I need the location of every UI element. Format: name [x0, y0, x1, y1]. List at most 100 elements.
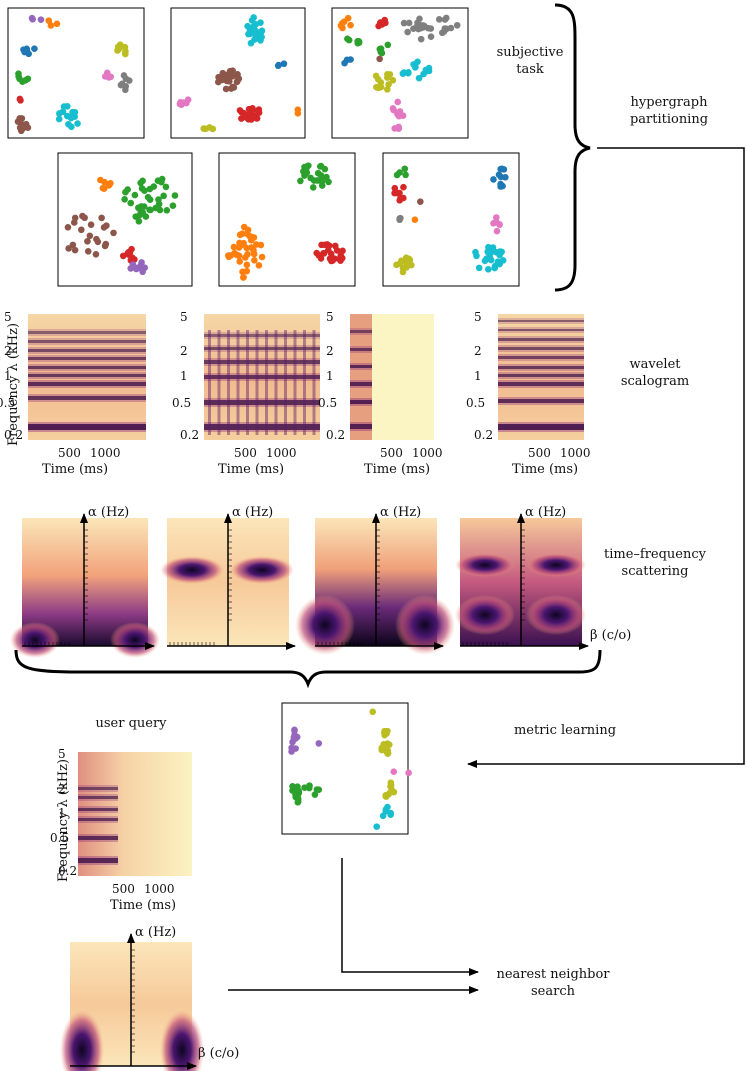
- cluster-dot: [110, 229, 117, 237]
- ml-dot: [373, 823, 381, 830]
- cluster-dot: [393, 171, 401, 179]
- cluster-dot: [215, 78, 222, 86]
- y-axis-label: Frequency λ (kHz): [6, 322, 21, 446]
- y-tick-label: 0.2: [4, 428, 24, 442]
- y-tick-label: 0.5: [318, 396, 338, 410]
- cluster-dot: [236, 258, 243, 265]
- cluster-dot: [427, 25, 435, 32]
- cluster-dot: [344, 35, 351, 43]
- ml-dot: [390, 768, 398, 776]
- cluster-dot: [484, 265, 492, 273]
- spectral-band-halo: [350, 422, 372, 431]
- cluster-dot: [257, 19, 264, 26]
- spectral-band: [28, 366, 146, 369]
- x-tick-label: 1000: [266, 446, 297, 460]
- cluster-dot: [86, 232, 94, 240]
- spectral-band: [498, 399, 584, 403]
- spectral-band: [28, 357, 146, 360]
- ml-dot: [369, 708, 377, 716]
- cluster-dot: [314, 169, 322, 177]
- x-tick-label: 1000: [412, 446, 443, 460]
- query-scattering: [60, 933, 204, 1071]
- query-scalogram: [78, 752, 192, 876]
- cluster-dot: [64, 223, 72, 231]
- spectral-band: [28, 382, 146, 386]
- cluster-dot: [439, 29, 446, 37]
- cluster-dot: [227, 85, 235, 92]
- y-tick-label: 0.5: [0, 396, 16, 410]
- spectral-band: [78, 796, 118, 799]
- query-y-tick-label: 1: [58, 806, 66, 820]
- cluster-dot: [155, 200, 163, 208]
- cluster-dot: [400, 183, 407, 191]
- cluster-dot: [415, 74, 423, 82]
- cluster-dot: [490, 176, 497, 183]
- cluster-dot: [237, 242, 245, 249]
- cluster-dot: [53, 20, 61, 28]
- cluster-dot: [139, 268, 146, 276]
- cluster-dot: [132, 265, 140, 273]
- cluster-box-5: [218, 152, 356, 287]
- cluster-dot: [391, 189, 398, 197]
- cluster-dot: [403, 264, 410, 271]
- query-y-tick-label: 0.5: [50, 831, 70, 845]
- cluster-dot: [389, 105, 397, 112]
- query-x-tick-label: 1000: [144, 882, 175, 896]
- ml-dot: [315, 740, 323, 747]
- cluster-dot: [222, 85, 230, 93]
- spectral-band-halo: [28, 422, 146, 432]
- spectral-band: [350, 424, 372, 429]
- cluster-dot: [376, 55, 383, 63]
- spectral-band-halo: [78, 794, 118, 801]
- onset-stripe: [265, 330, 268, 435]
- x-axis-label: Time (ms): [218, 462, 285, 477]
- spectral-band: [498, 366, 584, 369]
- ml-dot: [294, 798, 302, 806]
- cluster-dot: [475, 264, 483, 272]
- onset-stripe: [227, 330, 230, 435]
- spectral-band: [498, 356, 584, 359]
- spectral-band: [350, 365, 372, 368]
- cluster-dot: [399, 268, 407, 276]
- cluster-dot: [98, 214, 105, 222]
- query-y-axis-label: Frequency λ (kHz): [56, 758, 71, 882]
- cluster-dot: [399, 70, 407, 77]
- spectral-band-halo: [498, 354, 584, 361]
- cluster-dot: [248, 244, 255, 251]
- spectral-band: [78, 818, 118, 821]
- cluster-dot: [294, 106, 302, 114]
- cluster-dot: [325, 242, 333, 249]
- spectral-band-halo: [28, 394, 146, 402]
- cluster-dot: [502, 173, 509, 181]
- spectral-band: [204, 334, 320, 337]
- spectral-band: [350, 330, 372, 333]
- ml-dot: [380, 741, 387, 748]
- x-axis-label: Time (ms): [42, 462, 109, 477]
- x-axis-label: Time (ms): [512, 462, 579, 477]
- cluster-dot: [251, 257, 258, 264]
- cluster-dot: [146, 185, 154, 193]
- cluster-dot: [396, 189, 403, 197]
- onset-stripe: [236, 330, 240, 435]
- label-metric-learning: metric learning: [513, 723, 617, 738]
- onset-stripe: [284, 330, 287, 435]
- label-wavelet: wavelet scalogram: [620, 357, 690, 389]
- query-x-axis-label: Time (ms): [110, 898, 177, 913]
- cluster-brace: [554, 3, 591, 292]
- cluster-dot: [202, 125, 209, 133]
- y-tick-label: 1: [4, 369, 12, 383]
- cluster-dot: [122, 86, 129, 94]
- spectral-band: [78, 808, 118, 811]
- cluster-dot: [355, 39, 363, 46]
- spectral-band-halo: [498, 318, 584, 324]
- ml-dot: [291, 726, 298, 734]
- cluster-dot: [55, 115, 63, 123]
- cluster-dot: [99, 184, 107, 192]
- cluster-dot: [241, 254, 249, 261]
- cluster-dot: [230, 243, 238, 251]
- cluster-dot: [257, 241, 265, 249]
- spectral-band: [204, 375, 320, 379]
- y-tick-label: 0.5: [172, 396, 192, 410]
- cluster-dot: [162, 183, 170, 191]
- onset-stripe: [312, 330, 316, 435]
